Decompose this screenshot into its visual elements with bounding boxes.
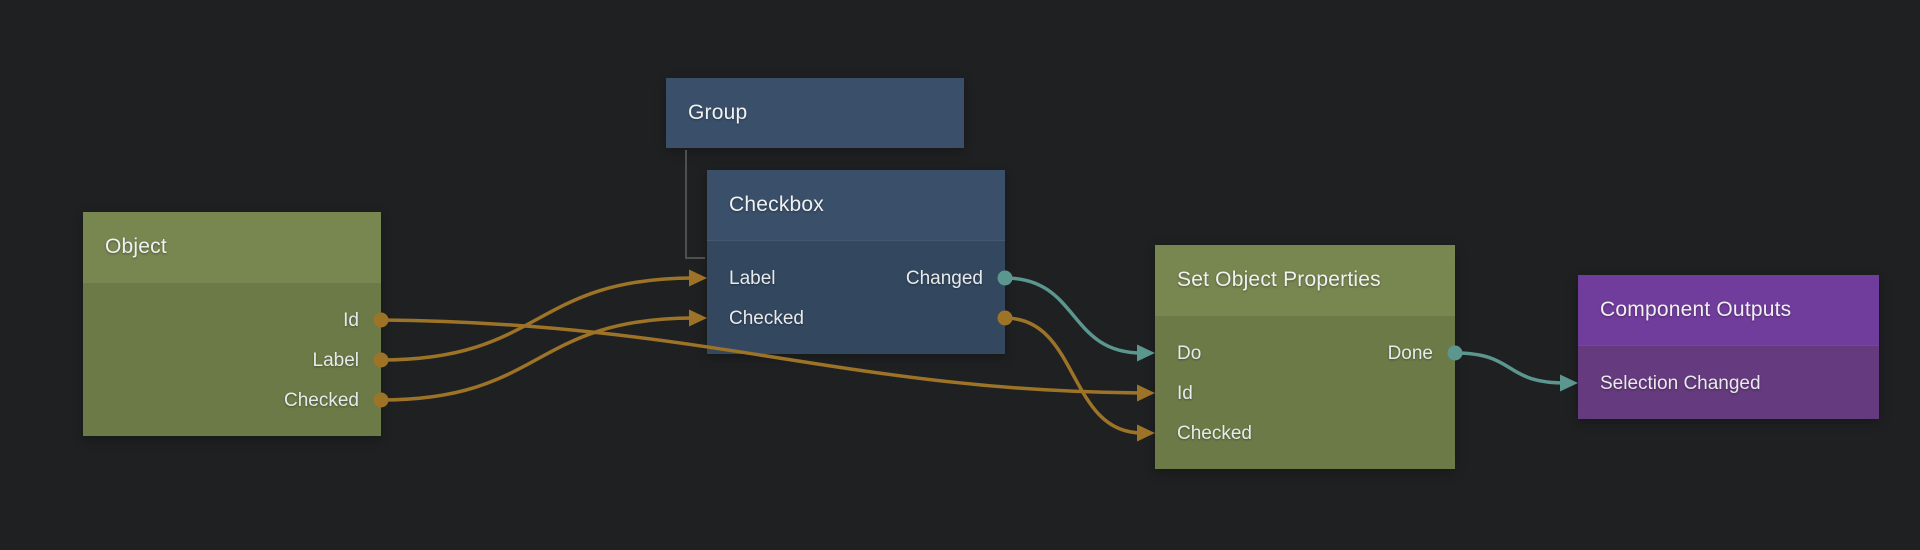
input-arrow-checkbox-row1 (689, 309, 707, 327)
node-group[interactable]: Group (666, 78, 964, 148)
input-arrow-component-outputs-row0 (1560, 374, 1578, 392)
input-port-label: Id (1177, 383, 1193, 404)
node-group-header[interactable]: Group (666, 78, 964, 148)
port-row-set-object-properties-checked[interactable]: Checked (1155, 414, 1455, 454)
port-row-object-checked[interactable]: Checked (83, 381, 381, 421)
port-row-object-label[interactable]: Label (83, 341, 381, 381)
input-arrow-checkbox-row0 (689, 269, 707, 287)
node-component-outputs-body: Selection Changed (1578, 345, 1879, 419)
output-dot-object-row2[interactable] (373, 392, 389, 408)
input-port-label: Selection Changed (1600, 373, 1761, 394)
output-port-label: Checked (284, 390, 359, 411)
node-object-title: Object (105, 235, 167, 258)
output-port-label: Done (1387, 343, 1433, 364)
input-arrow-set-object-properties-row1 (1137, 384, 1155, 402)
input-port-label: Checked (729, 308, 804, 329)
output-dot-set-object-properties-row0[interactable] (1447, 345, 1463, 361)
node-set-object-properties-title: Set Object Properties (1177, 268, 1381, 291)
port-row-checkbox-checked[interactable]: Checked (707, 299, 1005, 339)
port-row-component-outputs-selection-changed[interactable]: Selection Changed (1578, 364, 1879, 404)
node-checkbox-header[interactable]: Checkbox (707, 170, 1005, 240)
wire-object-checked-to-checkbox-checked[interactable] (379, 316, 696, 402)
port-row-set-object-properties-do[interactable]: Do Done (1155, 334, 1455, 374)
input-arrow-set-object-properties-row0 (1137, 344, 1155, 362)
node-component-outputs-title: Component Outputs (1600, 298, 1792, 321)
output-port-label: Label (312, 350, 360, 371)
wire-set-object-properties-done-to-component-outputs-selection-changed[interactable] (1453, 351, 1567, 385)
wire-object-id-to-set-object-properties-id[interactable] (379, 318, 1144, 395)
input-arrow-set-object-properties-row2 (1137, 424, 1155, 442)
node-group-title: Group (688, 101, 748, 124)
node-component-outputs-header[interactable]: Component Outputs (1578, 275, 1879, 345)
output-dot-checkbox-row0[interactable] (997, 270, 1013, 286)
output-port-label: Id (343, 310, 359, 331)
port-row-object-id[interactable]: Id (83, 301, 381, 341)
input-port-label: Do (1177, 343, 1202, 364)
wire-checkbox-changed-to-set-object-properties-do[interactable] (1003, 276, 1144, 355)
output-dot-checkbox-row1[interactable] (997, 310, 1013, 326)
input-port-label: Checked (1177, 423, 1252, 444)
output-dot-object-row1[interactable] (373, 352, 389, 368)
node-set-object-properties-header[interactable]: Set Object Properties (1155, 245, 1455, 315)
hierarchy-line-group-to-checkbox (685, 150, 705, 259)
wire-object-label-to-checkbox-label[interactable] (379, 276, 696, 362)
wire-checkbox-checked-to-set-object-properties-checked[interactable] (1003, 316, 1144, 435)
port-row-set-object-properties-id[interactable]: Id (1155, 374, 1455, 414)
output-port-label: Changed (905, 268, 983, 289)
node-object-header[interactable]: Object (83, 212, 381, 282)
input-port-label: Label (729, 268, 776, 289)
output-dot-object-row0[interactable] (373, 312, 389, 328)
node-checkbox-title: Checkbox (729, 193, 824, 216)
port-row-checkbox-label[interactable]: Label Changed (707, 259, 1005, 299)
